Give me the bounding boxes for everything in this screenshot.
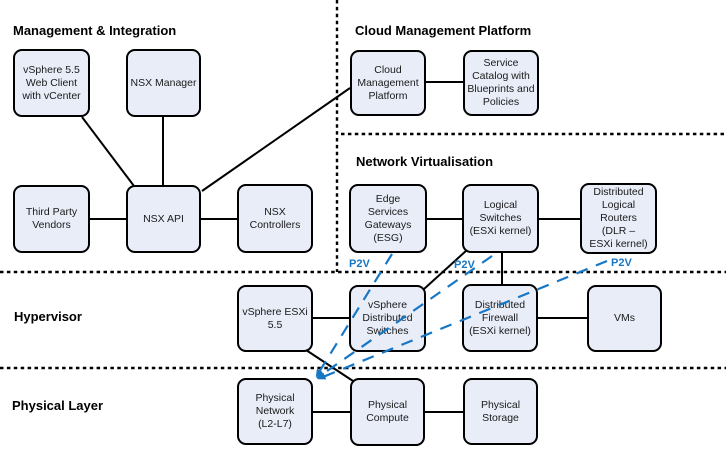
- node-vms: VMs: [587, 285, 662, 352]
- node-edge-services-gateways: Edge Services Gateways (ESG): [349, 184, 427, 253]
- node-physical-network: Physical Network (L2-L7): [237, 378, 313, 445]
- node-cloud-management-platform: Cloud Management Platform: [350, 50, 426, 116]
- p2v-label-switches: P2V: [454, 259, 475, 271]
- node-nsx-controllers: NSX Controllers: [237, 184, 313, 253]
- node-vsphere-distributed-switches: vSphere Distributed Switches: [349, 285, 426, 352]
- node-service-catalog: Service Catalog with Blueprints and Poli…: [463, 50, 539, 116]
- node-nsx-manager: NSX Manager: [126, 49, 201, 117]
- section-title-network-virtualisation: Network Virtualisation: [356, 154, 494, 169]
- node-vsphere-web-client: vSphere 5.5 Web Client with vCenter: [13, 49, 90, 117]
- section-title-cloud-management-platform: Cloud Management Platform: [355, 23, 532, 38]
- section-title-hypervisor: Hypervisor: [14, 309, 82, 324]
- node-physical-storage: Physical Storage: [463, 378, 538, 445]
- section-title-physical-layer: Physical Layer: [12, 398, 104, 413]
- node-distributed-logical-routers: Distributed Logical Routers (DLR – ESXi …: [580, 183, 657, 254]
- p2v-label-dlr: P2V: [611, 257, 632, 269]
- section-title-management-integration: Management & Integration: [13, 23, 177, 38]
- node-distributed-firewall: Distributed Firewall (ESXi kernel): [462, 284, 538, 352]
- node-physical-compute: Physical Compute: [350, 378, 425, 446]
- p2v-label-esg: P2V: [349, 258, 370, 270]
- node-nsx-api: NSX API: [126, 185, 201, 253]
- node-third-party-vendors: Third Party Vendors: [13, 185, 90, 253]
- node-vsphere-esxi: vSphere ESXi 5.5: [237, 285, 313, 352]
- node-logical-switches: Logical Switches (ESXi kernel): [462, 184, 539, 253]
